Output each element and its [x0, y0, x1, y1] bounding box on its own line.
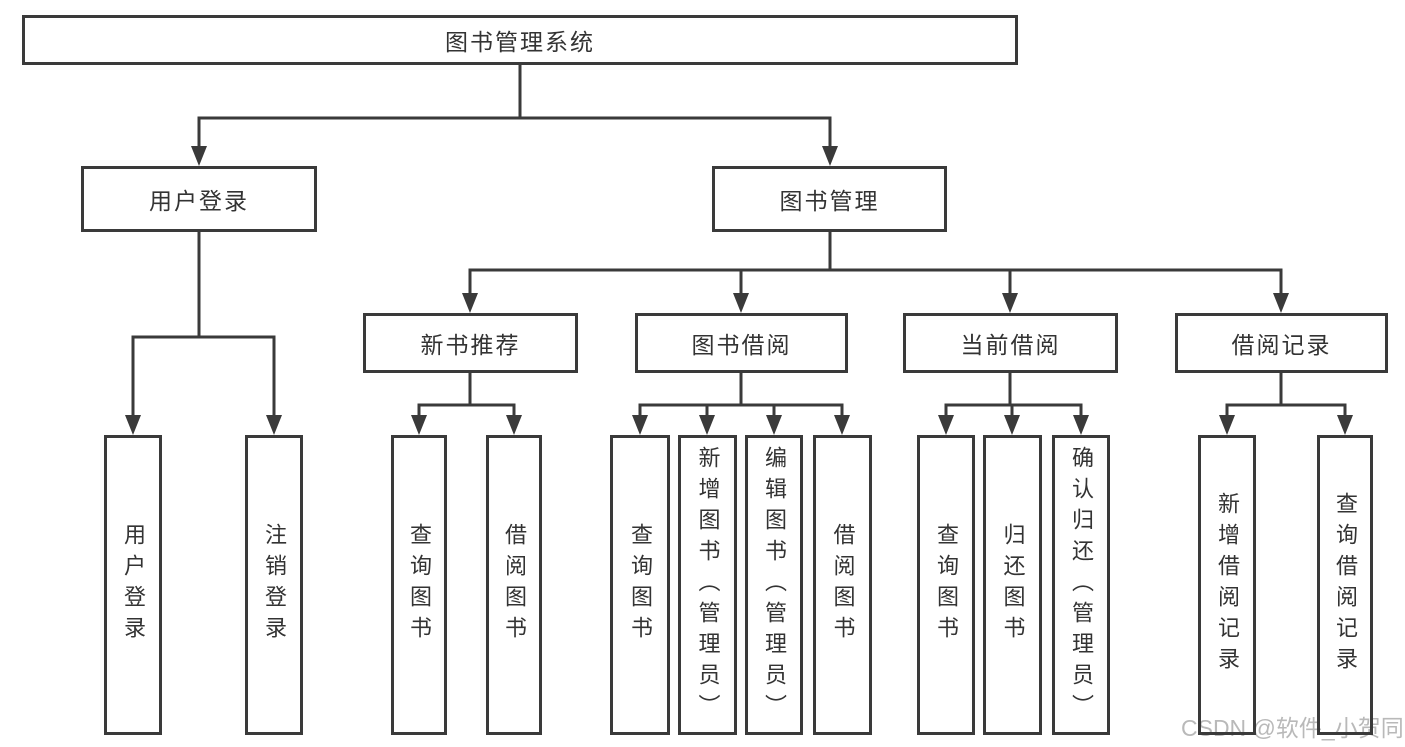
leaf-edit-book-admin: 编辑图书（管理员）	[745, 435, 803, 735]
leaf-borrow-query-book: 查询图书	[610, 435, 670, 735]
leaf-newbooks-query-book-label: 查询图书	[407, 523, 432, 647]
leaf-add-borrow-record-label: 新增借阅记录	[1215, 492, 1240, 678]
leaf-borrow-book: 借阅图书	[813, 435, 872, 735]
leaf-newbooks-query-book: 查询图书	[391, 435, 447, 735]
leaf-query-borrow-record: 查询借阅记录	[1317, 435, 1373, 735]
leaf-add-book-admin: 新增图书（管理员）	[678, 435, 737, 735]
leaf-current-query-book: 查询图书	[917, 435, 975, 735]
leaf-add-borrow-record: 新增借阅记录	[1198, 435, 1256, 735]
watermark-text: CSDN @软件_小贺同学	[1181, 715, 1405, 741]
leaf-confirm-return-admin: 确认归还（管理员）	[1052, 435, 1110, 735]
node-root: 图书管理系统	[22, 15, 1018, 65]
leaf-add-book-admin-label: 新增图书（管理员）	[695, 445, 721, 725]
node-borrow-records: 借阅记录	[1175, 313, 1388, 373]
leaf-current-query-book-label: 查询图书	[934, 523, 959, 647]
node-book-borrow: 图书借阅	[635, 313, 848, 373]
node-current-borrow-label: 当前借阅	[960, 332, 1061, 358]
leaf-return-book-label: 归还图书	[1000, 523, 1026, 647]
leaf-user-login-label: 用户登录	[121, 523, 146, 647]
node-book-borrow-label: 图书借阅	[691, 332, 792, 358]
node-new-book-recommend: 新书推荐	[363, 313, 578, 373]
node-borrow-records-label: 借阅记录	[1231, 332, 1332, 358]
leaf-newbooks-borrow-book-label: 借阅图书	[502, 523, 527, 647]
leaf-query-borrow-record-label: 查询借阅记录	[1333, 492, 1358, 678]
leaf-logout-label: 注销登录	[262, 523, 287, 647]
leaf-edit-book-admin-label: 编辑图书（管理员）	[762, 445, 787, 725]
node-book-management-label: 图书管理	[779, 188, 880, 214]
node-user-login: 用户登录	[81, 166, 317, 232]
leaf-user-login: 用户登录	[104, 435, 162, 735]
leaf-logout: 注销登录	[245, 435, 303, 735]
leaf-borrow-book-label: 借阅图书	[830, 523, 856, 647]
leaf-borrow-query-book-label: 查询图书	[628, 523, 653, 647]
leaf-return-book: 归还图书	[983, 435, 1042, 735]
node-root-label: 图书管理系统	[445, 29, 595, 55]
node-current-borrow: 当前借阅	[903, 313, 1118, 373]
node-user-login-label: 用户登录	[149, 188, 249, 214]
leaf-newbooks-borrow-book: 借阅图书	[486, 435, 542, 735]
node-book-management: 图书管理	[712, 166, 947, 232]
leaf-confirm-return-admin-label: 确认归还（管理员）	[1069, 445, 1094, 725]
node-new-book-recommend-label: 新书推荐	[420, 332, 521, 358]
